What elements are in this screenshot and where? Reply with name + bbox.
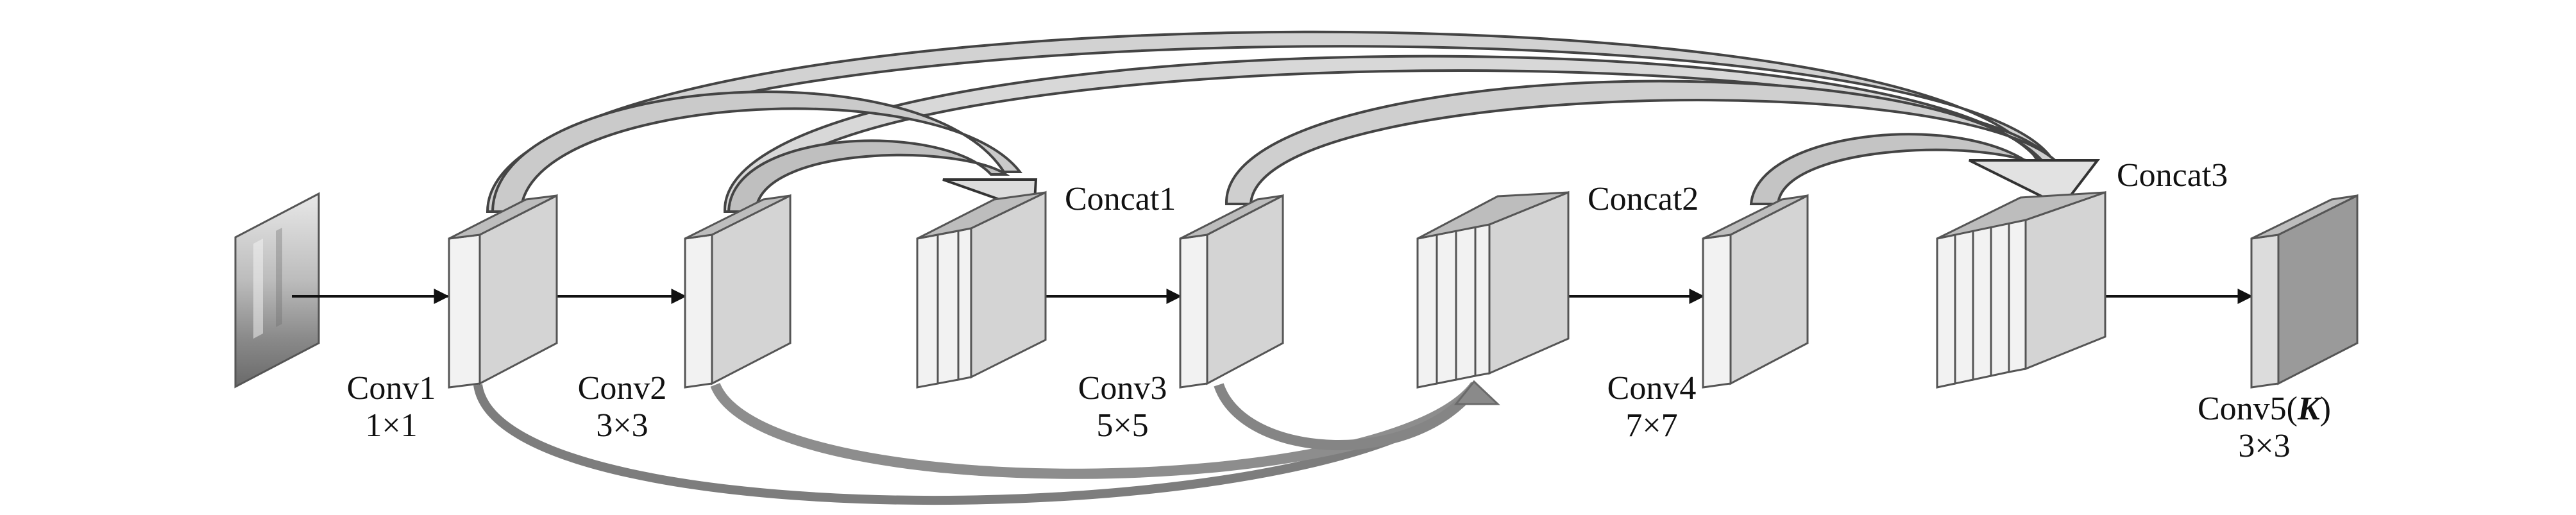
- conv2-block: [684, 194, 792, 389]
- conv2-kernel-label: 3×3: [596, 407, 648, 444]
- conv1-label: Conv1: [346, 370, 436, 407]
- concat2-label: Concat2: [1588, 181, 1699, 217]
- skip-arc-conv2-to-concat1: [727, 139, 1010, 213]
- concat3-label: Concat3: [2117, 157, 2228, 194]
- conv3-kernel-label: 5×5: [1096, 407, 1149, 444]
- arrowhead-concat2-bottom: [1453, 380, 1500, 405]
- conv4-block: [1702, 194, 1809, 389]
- input-image-icon: [234, 192, 320, 389]
- concat2-block: [1416, 190, 1570, 389]
- concat3-block: [1936, 190, 2106, 389]
- conv5-k-symbol: K: [2297, 391, 2320, 427]
- bottom-arc-conv2-to-concat2: [710, 382, 1480, 479]
- conv5-label-prefix: Conv5(: [2197, 391, 2298, 427]
- bottom-arc-conv3-to-concat2: [1214, 383, 1480, 450]
- conv2-label: Conv2: [577, 370, 667, 407]
- conv5-kernel-label: 3×3: [2238, 428, 2291, 464]
- concat1-block: [916, 190, 1047, 389]
- conv4-kernel-label: 7×7: [1625, 407, 1678, 444]
- conv4-label: Conv4: [1607, 370, 1697, 407]
- output-feature-map: [2250, 194, 2359, 389]
- conv5-label: Conv5(K): [2198, 393, 2331, 426]
- skip-arc-conv1-to-concat1: [491, 90, 1023, 213]
- conv1-block: [448, 194, 558, 389]
- conv5-label-suffix: ): [2319, 391, 2332, 427]
- conv3-block: [1179, 194, 1284, 389]
- conv3-label: Conv3: [1078, 370, 1167, 407]
- conv1-kernel-label: 1×1: [365, 407, 418, 444]
- concat1-label: Concat1: [1065, 181, 1176, 217]
